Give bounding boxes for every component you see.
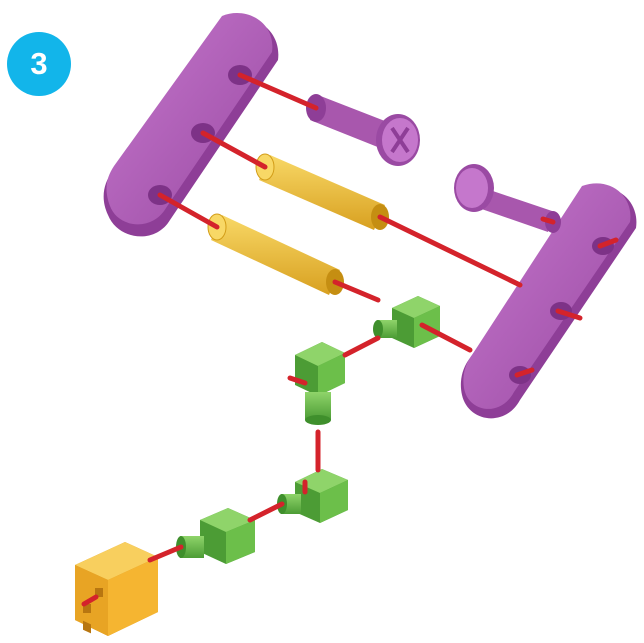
left-beam — [103, 13, 279, 237]
axle-pin — [454, 164, 561, 233]
orange-block — [75, 542, 158, 636]
yellow-rod — [255, 153, 389, 230]
axle-pin — [306, 94, 420, 166]
elbow-connector — [373, 296, 440, 348]
green-cube — [176, 508, 255, 564]
yellow-rod — [207, 213, 344, 295]
elbow-connector — [277, 469, 348, 523]
assembly-lines — [81, 72, 619, 607]
elbow-connector — [295, 342, 345, 425]
step-number-badge: 3 — [7, 32, 71, 96]
